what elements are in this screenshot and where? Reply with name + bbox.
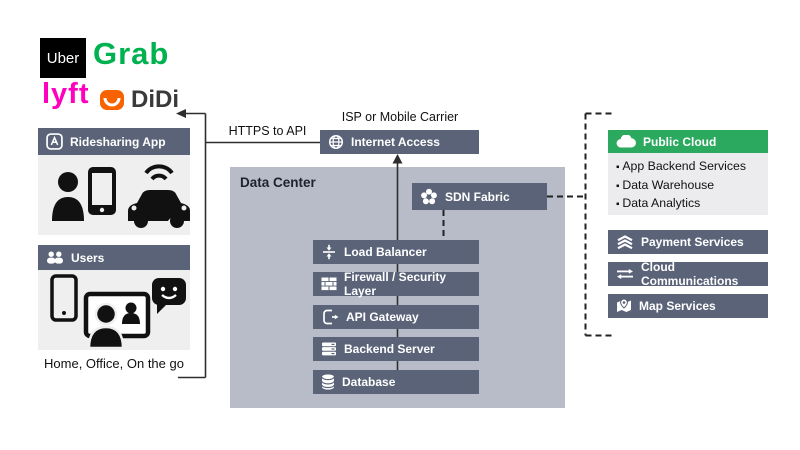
data-center-label: Data Center	[240, 175, 316, 190]
app-icon	[46, 133, 63, 150]
cloud-list-item: Data Analytics	[616, 195, 760, 214]
cloud-icon	[616, 135, 636, 148]
load-balancer-icon	[323, 244, 335, 260]
server-icon	[322, 342, 336, 356]
didi-logo-text: DiDi	[131, 86, 179, 113]
user-devices-illustration	[50, 274, 186, 350]
users-title: Users	[71, 250, 105, 265]
arrow-up	[392, 154, 403, 164]
public-cloud-services-list: App Backend Services Data Warehouse Data…	[608, 153, 768, 215]
database-node: Database	[313, 370, 479, 394]
map-services-label: Map Services	[639, 299, 716, 313]
https-to-api-label: HTTPS to API	[228, 124, 307, 138]
cloud-list-item: Data Warehouse	[616, 177, 760, 196]
internet-access-node: Internet Access	[320, 130, 479, 154]
api-gateway-node: API Gateway	[313, 305, 479, 329]
users-icon	[47, 251, 63, 264]
api-gateway-icon	[323, 309, 339, 325]
rider-and-car-illustration	[52, 164, 190, 228]
users-caption: Home, Office, On the go	[44, 356, 184, 371]
users-panel	[38, 270, 190, 350]
sdn-fabric-label: SDN Fabric	[445, 189, 510, 204]
cloud-list-item: App Backend Services	[616, 158, 760, 177]
public-cloud-header: Public Cloud	[608, 130, 768, 153]
payment-services-label: Payment Services	[641, 235, 744, 249]
uber-logo-text: Uber	[46, 49, 80, 67]
didi-icon	[100, 90, 124, 110]
map-services-node: Map Services	[608, 294, 768, 318]
firewall-node: Firewall / Security Layer	[313, 270, 479, 298]
payment-icon	[617, 234, 633, 249]
didi-logo: DiDi	[99, 86, 179, 114]
payment-services-node: Payment Services	[608, 230, 768, 254]
grab-logo: Grab	[93, 36, 170, 71]
sdn-icon	[421, 188, 437, 204]
users-header: Users	[38, 245, 190, 270]
map-icon	[617, 298, 631, 312]
backend-server-node: Backend Server	[313, 337, 479, 361]
cloud-communications-label: Cloud Communications	[641, 260, 739, 288]
database-label: Database	[342, 375, 396, 389]
load-balancer-label: Load Balancer	[344, 245, 427, 259]
firewall-icon	[321, 277, 337, 291]
load-balancer-node: Load Balancer	[313, 240, 479, 264]
ridesharing-app-header: Ridesharing App	[38, 128, 190, 155]
firewall-label: Firewall / Security Layer	[344, 270, 447, 298]
sdn-fabric-node: SDN Fabric	[412, 183, 547, 210]
backend-server-label: Backend Server	[344, 342, 435, 356]
internet-access-label: Internet Access	[351, 135, 440, 149]
lyft-logo: lyft	[42, 78, 90, 110]
isp-carrier-label: ISP or Mobile Carrier	[341, 110, 459, 124]
ridesharing-app-title: Ridesharing App	[70, 134, 166, 149]
uber-logo: Uber	[40, 38, 86, 78]
api-gateway-label: API Gateway	[346, 310, 419, 324]
ridesharing-app-panel	[38, 155, 190, 235]
cloud-communications-node: Cloud Communications	[608, 260, 768, 288]
communications-icon	[617, 269, 633, 279]
globe-icon	[328, 134, 344, 150]
database-icon	[321, 374, 335, 390]
public-cloud-title: Public Cloud	[643, 134, 717, 149]
